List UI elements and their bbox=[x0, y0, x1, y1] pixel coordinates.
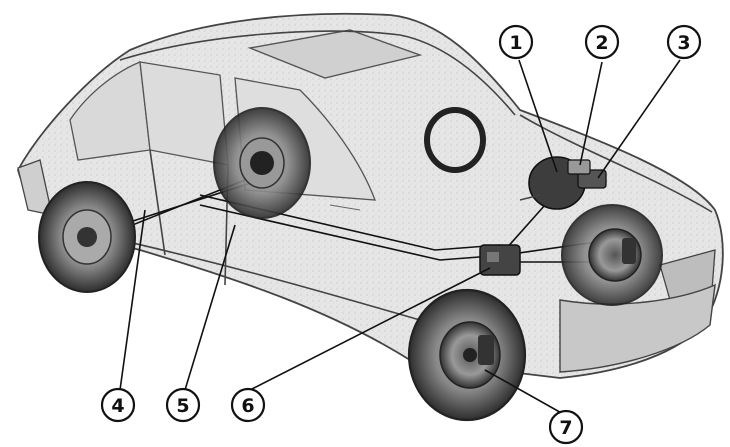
leader-6 bbox=[249, 267, 491, 391]
callout-5: 5 bbox=[165, 387, 201, 423]
callout-leaders bbox=[119, 59, 681, 416]
leader-7 bbox=[484, 369, 566, 416]
callout-3-label: 3 bbox=[677, 32, 690, 54]
callout-5-label: 5 bbox=[176, 395, 189, 417]
callout-1: 1 bbox=[498, 24, 534, 60]
callout-4: 4 bbox=[100, 387, 136, 423]
sill-line bbox=[119, 239, 421, 321]
master-to-modulator-line bbox=[504, 204, 546, 251]
front-left-wheel bbox=[407, 288, 527, 422]
leader-4 bbox=[119, 209, 146, 391]
steering-wheel bbox=[424, 107, 486, 173]
rear-left-drum-icon bbox=[77, 227, 97, 247]
callout-6: 6 bbox=[230, 387, 266, 423]
brake-modulator bbox=[479, 244, 521, 276]
door-line-rear bbox=[149, 149, 166, 256]
front-right-wheel bbox=[561, 204, 663, 306]
leader-5 bbox=[184, 224, 236, 391]
roof-line bbox=[119, 30, 516, 116]
leader-2 bbox=[579, 61, 603, 166]
callout-2-label: 2 bbox=[595, 32, 608, 54]
master-cylinder-assembly bbox=[519, 156, 607, 210]
callout-3: 3 bbox=[666, 24, 702, 60]
fluid-reservoir-icon bbox=[567, 159, 591, 175]
leader-3 bbox=[597, 59, 681, 179]
callout-2: 2 bbox=[584, 24, 620, 60]
leader-1 bbox=[518, 59, 558, 173]
front-right-caliper-icon bbox=[622, 238, 636, 264]
callout-6-label: 6 bbox=[241, 395, 254, 417]
car-body bbox=[17, 12, 724, 379]
front-left-caliper-icon bbox=[478, 335, 494, 365]
callout-1-label: 1 bbox=[509, 32, 522, 54]
rear-left-wheel bbox=[38, 181, 136, 293]
sunroof bbox=[247, 29, 423, 79]
rear-right-drum-icon bbox=[250, 151, 274, 175]
door-handle bbox=[329, 204, 361, 211]
rear-right-wheel bbox=[213, 107, 311, 219]
callout-7: 7 bbox=[548, 409, 584, 445]
callout-4-label: 4 bbox=[111, 395, 124, 417]
callout-7-label: 7 bbox=[559, 417, 572, 439]
